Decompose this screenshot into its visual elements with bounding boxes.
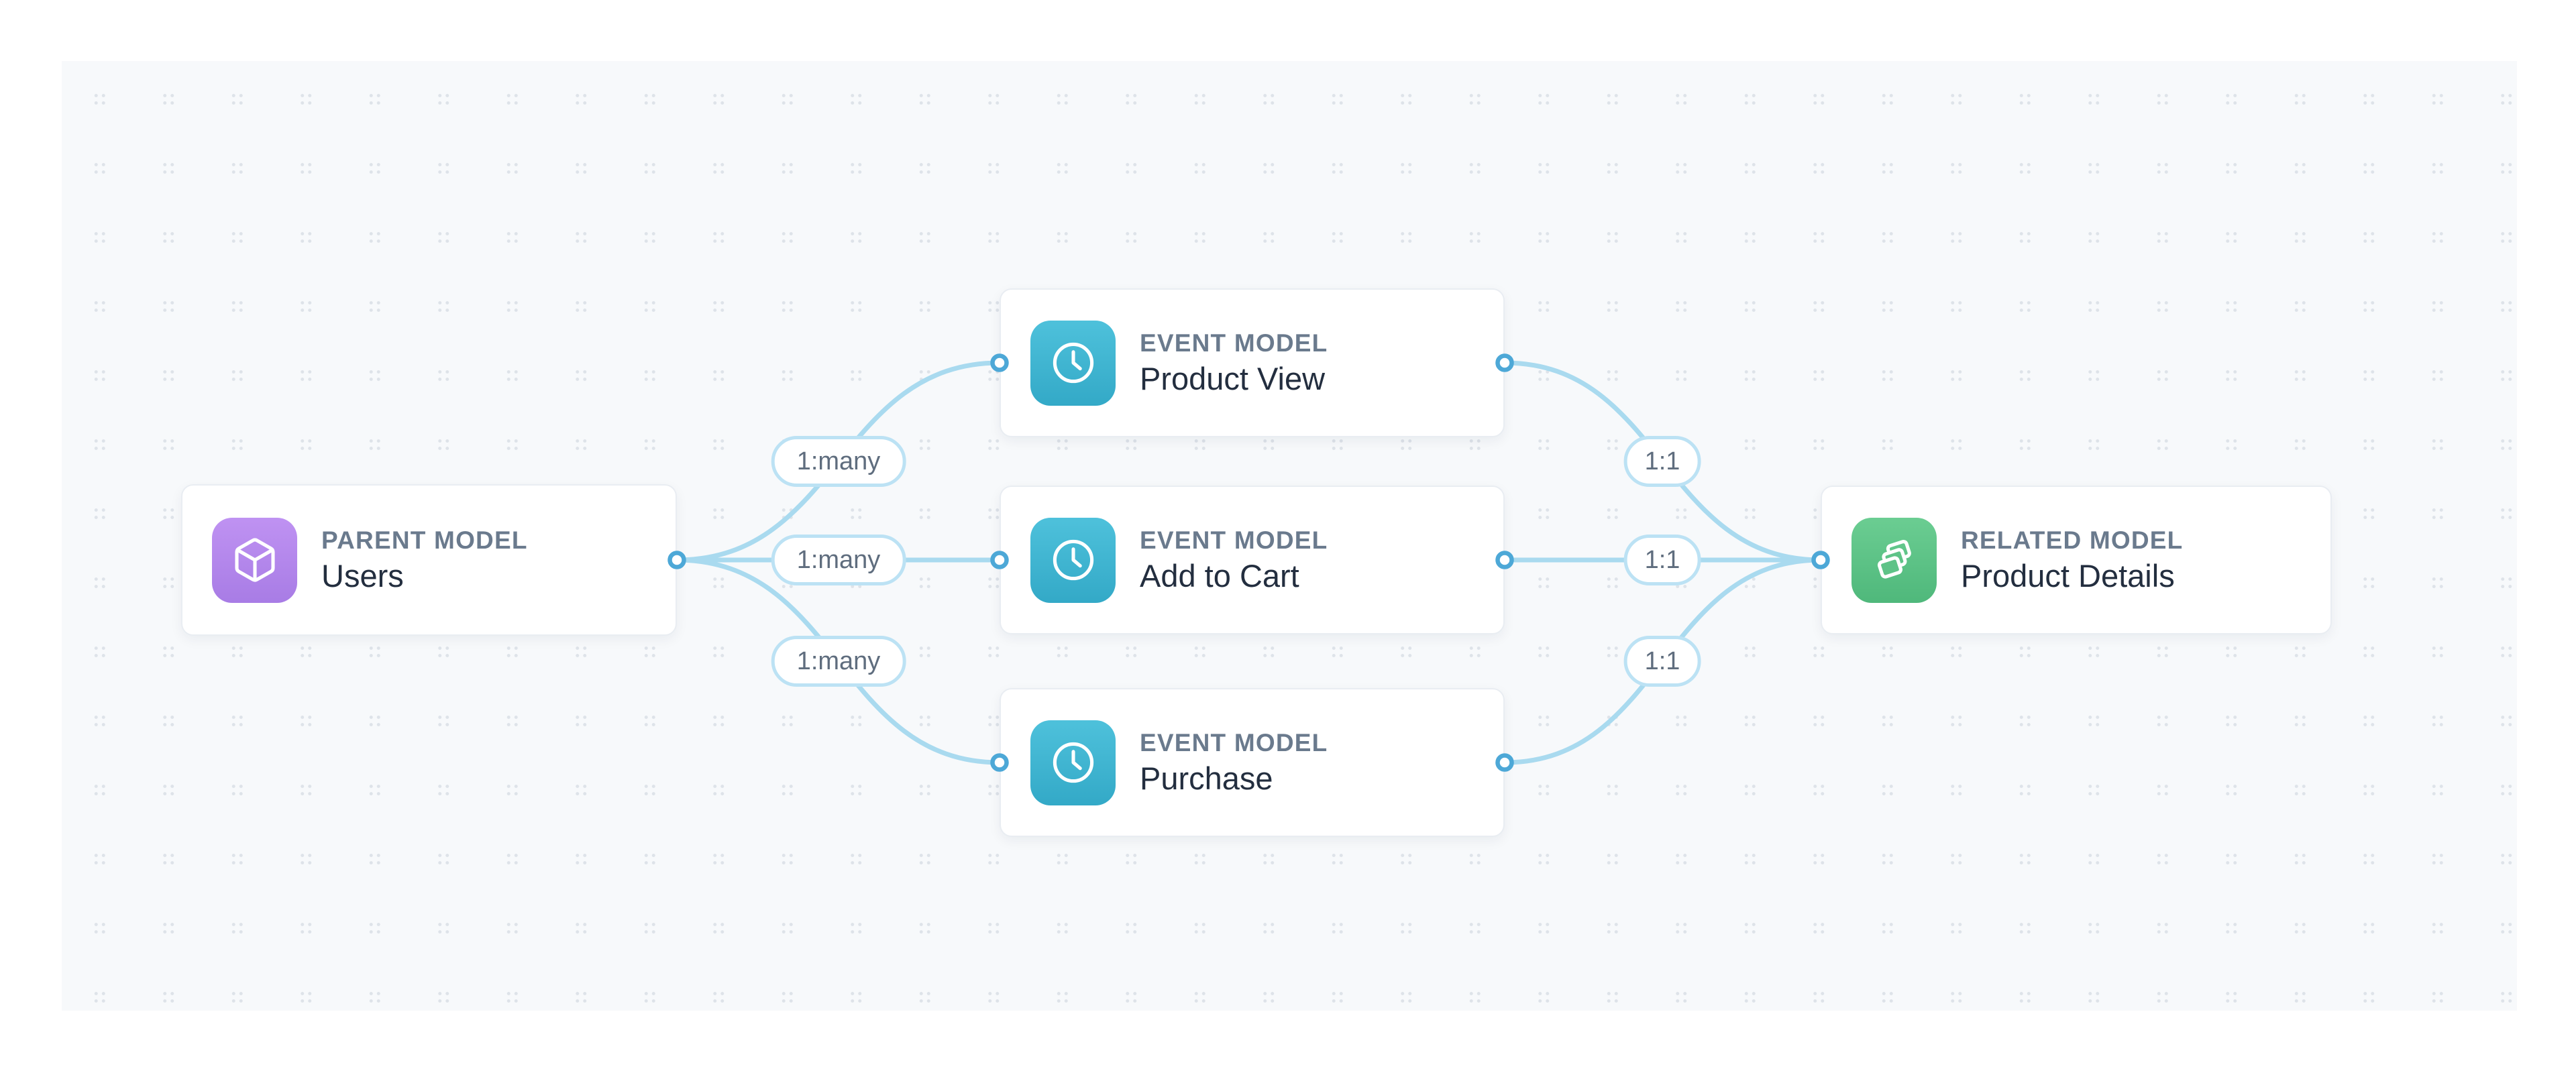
edge-label-1-1-middle: 1:1	[1623, 534, 1701, 585]
edge-label-1many-middle: 1:many	[771, 534, 906, 585]
edge-label-1many-top: 1:many	[771, 436, 906, 487]
node-event-add-to-cart[interactable]: EVENT MODEL Add to Cart	[1000, 486, 1505, 634]
node-text: RELATED MODEL Product Details	[1961, 528, 2183, 592]
node-type-label: RELATED MODEL	[1961, 526, 2184, 554]
node-text: PARENT MODEL Users	[321, 528, 528, 592]
node-type-label: EVENT MODEL	[1140, 728, 1328, 756]
node-title: Purchase	[1140, 760, 1273, 796]
node-parent-users[interactable]: PARENT MODEL Users	[181, 484, 677, 636]
node-title: Users	[321, 557, 404, 594]
node-title: Product Details	[1961, 557, 2175, 594]
layers-icon	[1851, 517, 1937, 603]
node-text: EVENT MODEL Add to Cart	[1140, 528, 1328, 592]
node-event-purchase[interactable]: EVENT MODEL Purchase	[1000, 688, 1505, 837]
node-event-product-view[interactable]: EVENT MODEL Product View	[1000, 288, 1505, 437]
node-title: Product View	[1140, 360, 1326, 396]
node-text: EVENT MODEL Product View	[1140, 331, 1328, 395]
node-title: Add to Cart	[1140, 557, 1299, 594]
node-type-label: EVENT MODEL	[1140, 329, 1328, 357]
node-text: EVENT MODEL Purchase	[1140, 730, 1328, 795]
edge-label-1-1-top: 1:1	[1623, 436, 1701, 487]
edge-label-1many-bottom: 1:many	[771, 636, 906, 687]
node-type-label: EVENT MODEL	[1140, 526, 1328, 554]
clock-icon	[1030, 720, 1116, 805]
node-type-label: PARENT MODEL	[321, 526, 528, 554]
edge-label-1-1-bottom: 1:1	[1623, 636, 1701, 687]
box-icon	[212, 517, 297, 603]
clock-icon	[1030, 517, 1116, 603]
clock-icon	[1030, 320, 1116, 406]
node-related-product-details[interactable]: RELATED MODEL Product Details	[1821, 486, 2332, 634]
